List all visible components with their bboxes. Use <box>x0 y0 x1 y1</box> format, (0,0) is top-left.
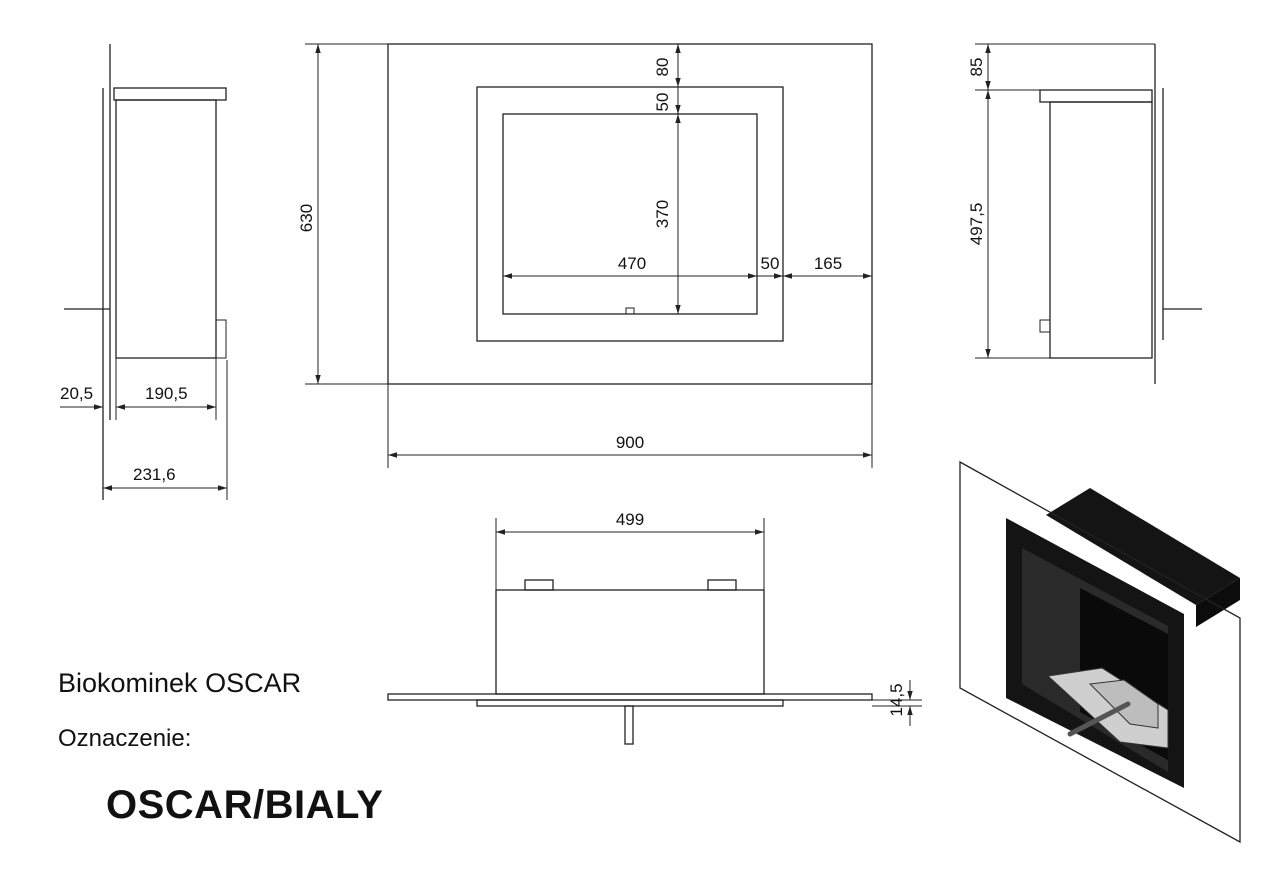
dim-frame-side: 50 <box>761 254 780 273</box>
left-side-view <box>60 44 228 500</box>
top-view <box>387 518 922 745</box>
dimension-labels: 20,5 190,5 231,6 630 900 80 50 370 470 5… <box>60 58 986 717</box>
dim-top-margin: 80 <box>653 58 672 77</box>
dim-top-width: 499 <box>616 510 644 529</box>
dim-total-height: 630 <box>297 204 316 232</box>
dim-frame-band: 50 <box>653 93 672 112</box>
designation-label: Oznaczenie: <box>58 725 192 752</box>
dim-total-width: 900 <box>616 433 644 452</box>
dim-left-body-depth: 190,5 <box>145 384 188 403</box>
dim-left-total-depth: 231,6 <box>133 465 176 484</box>
dim-right-top: 85 <box>967 58 986 77</box>
isometric-3d-view <box>959 460 1241 844</box>
dim-right-height: 497,5 <box>967 203 986 246</box>
dim-opening-width: 470 <box>618 254 646 273</box>
dim-top-thickness: 14,5 <box>887 683 906 716</box>
title-block: Biokominek OSCAR Oznaczenie: OSCAR/BIALY <box>58 668 383 828</box>
dim-side-margin: 165 <box>814 254 842 273</box>
front-view <box>305 43 873 468</box>
designation-value: OSCAR/BIALY <box>106 783 384 827</box>
right-side-view <box>975 43 1202 384</box>
dim-opening-height: 370 <box>653 200 672 228</box>
product-name: Biokominek OSCAR <box>58 668 302 698</box>
dim-left-glass: 20,5 <box>60 384 93 403</box>
